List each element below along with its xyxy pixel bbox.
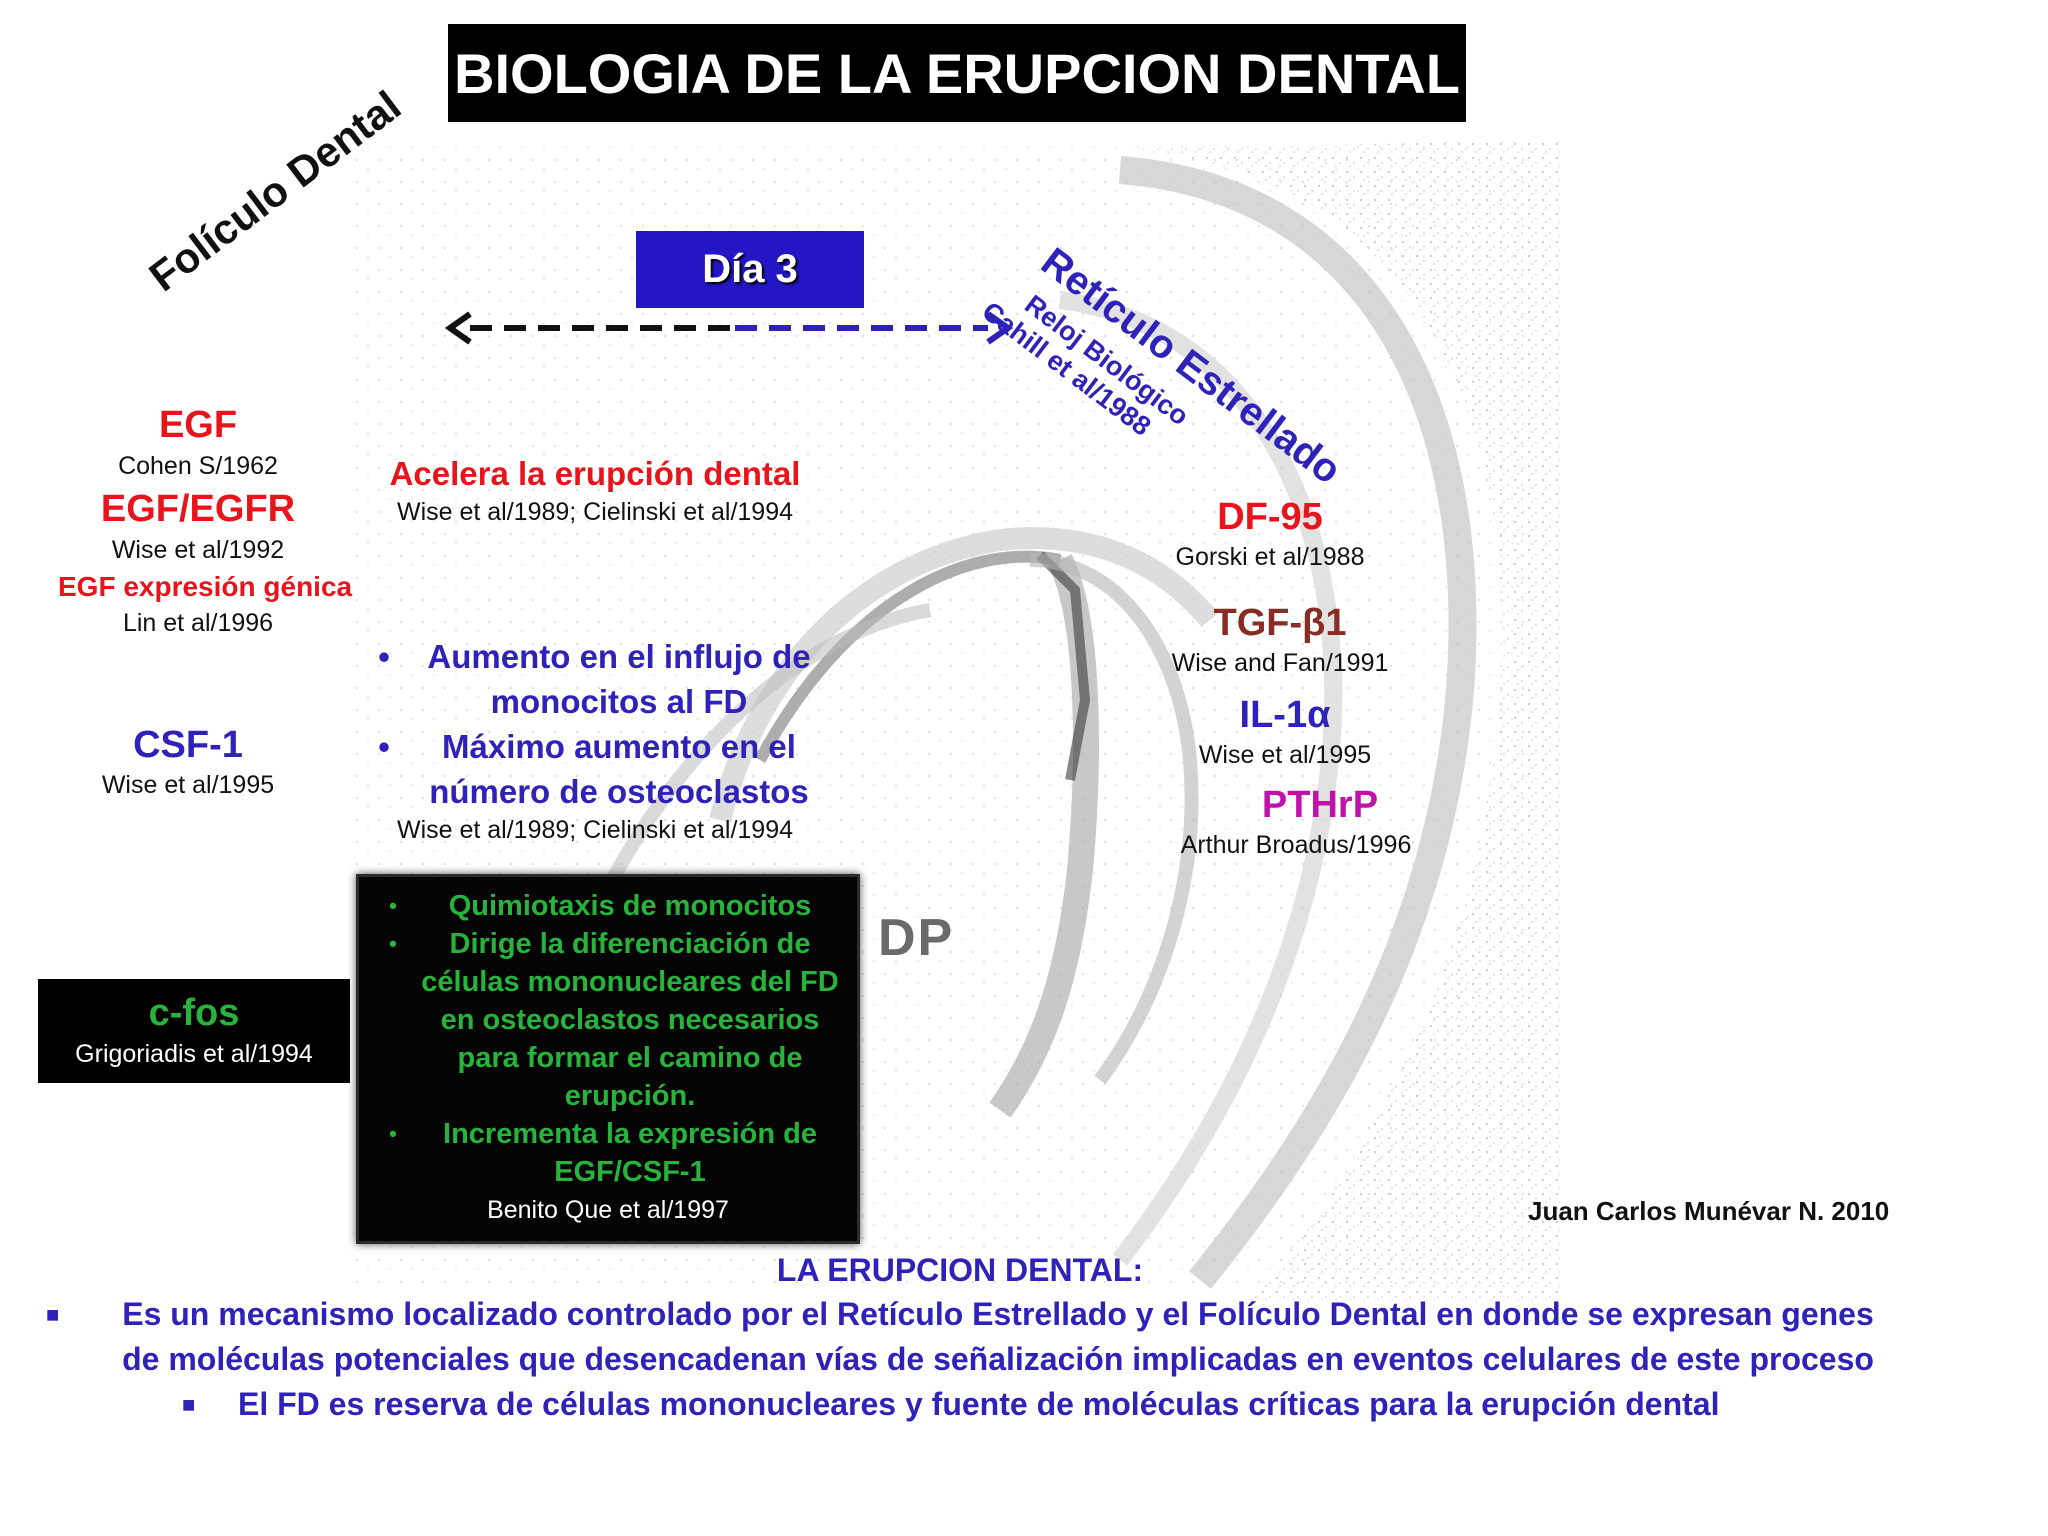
egf-egfr-cite: Wise et al/1992 [111,536,285,564]
tgf-label: TGF-β1 [1213,602,1347,644]
footer-b2-text: El FD es reserva de células mononucleare… [238,1386,1720,1422]
tgf-cite: Wise and Fan/1991 [1171,649,1389,677]
df95-block: DF-95 Gorski et al/1988 [1150,494,1390,574]
arrow-right-head-icon [986,311,1014,345]
acelera-cite: Wise et al/1989; Cielinski et al/1994 [396,498,794,526]
author-credit: Juan Carlos Munévar N. 2010 [1528,1196,1890,1226]
darkbox-b2-line3: en osteoclastos necesarios [440,1004,820,1036]
csf1-label: CSF-1 [133,724,243,766]
footer-bullet-2: ■ El FD es reserva de células mononuclea… [182,1382,1742,1427]
darkbox-bullet-dirige: • Dirige la diferenciación de células mo… [389,928,839,1112]
bullet-influjo-line2: monocitos al FD [490,683,748,720]
egf-label: EGF [158,404,238,446]
il1a-cite: Wise et al/1995 [1198,741,1372,769]
footer-bullet-2-marker-icon: ■ [182,1392,196,1417]
left-column: EGF Cohen S/1962 EGF/EGFR Wise et al/199… [58,403,353,641]
csf1-cite: Wise et al/1995 [101,771,275,799]
darkbox-b2-line1: Dirige la diferenciación de [449,928,811,960]
footer-b1-line1: Es un mecanismo localizado controlado po… [122,1296,1874,1332]
csf1-block: CSF-1 Wise et al/1995 [48,722,328,802]
footer-bullet-1: ■ Es un mecanismo localizado controlado … [46,1292,1886,1382]
cfos-label: c-fos [148,992,240,1034]
il1a-label: IL-1α [1239,694,1331,736]
pthrp-block: PTHrP Arthur Broadus/1996 [1181,782,1445,862]
egf-egfr-label: EGF/EGFR [100,488,296,530]
pthrp-label: PTHrP [1261,784,1379,826]
df95-cite: Gorski et al/1988 [1175,543,1365,571]
darkbox-b2-line5: erupción. [564,1080,696,1112]
osteoclast-info-box: • Quimiotaxis de monocitos • Dirige la d… [356,874,860,1244]
acelera-block: Acelera la erupción dental Wise et al/19… [360,452,830,528]
egf-cite: Cohen S/1962 [118,452,278,480]
bullets-cite: Wise et al/1989; Cielinski et al/1994 [396,816,794,844]
acelera-title: Acelera la erupción dental [389,455,801,492]
tgf-block: TGF-β1 Wise and Fan/1991 [1160,600,1400,680]
bullet-osteoclastos-line1: Máximo aumento en el [442,728,796,765]
cfos-box: c-fos Grigoriadis et al/1994 [38,979,350,1083]
arrow-left-head-icon [444,311,472,345]
footer-heading: LA ERUPCION DENTAL: [776,1252,1144,1288]
darkbox-bullet-quimiotaxis: • Quimiotaxis de monocitos [389,890,812,922]
il1a-block: IL-1α Wise et al/1995 [1165,692,1405,772]
bullet-influjo-line1: Aumento en el influjo de [427,638,811,675]
dp-label: DP [878,909,955,967]
darkbox-cite: Benito Que et al/1997 [487,1196,729,1224]
bullet-osteoclastos-line2: número de osteoclastos [429,773,809,810]
darkbox-b3-line1: Incrementa la expresión de [443,1118,817,1150]
footer-bullet-1-marker-icon: ■ [46,1302,60,1327]
df95-label: DF-95 [1217,496,1323,538]
cfos-cite: Grigoriadis et al/1994 [75,1040,313,1068]
darkbox-b1-line1: Quimiotaxis de monocitos [448,890,812,922]
darkbox-b3-line2: EGF/CSF-1 [554,1156,706,1188]
double-arrow [444,311,1014,345]
darkbox-bullet-incrementa: • Incrementa la expresión de EGF/CSF-1 [389,1118,817,1188]
pthrp-cite: Arthur Broadus/1996 [1180,831,1412,859]
dia-3-label: Día 3 [636,231,864,308]
egf-expresion-cite: Lin et al/1996 [122,609,274,637]
darkbox-b2-line2: células mononucleares del FD [421,966,839,998]
page-title: BIOLOGIA DE LA ERUPCION DENTAL [448,24,1466,122]
footer-b1-line2: de moléculas potenciales que desencadena… [122,1341,1874,1377]
egf-expresion-label: EGF expresión génica [58,571,353,602]
darkbox-b2-line4: para formar el camino de [457,1042,803,1074]
